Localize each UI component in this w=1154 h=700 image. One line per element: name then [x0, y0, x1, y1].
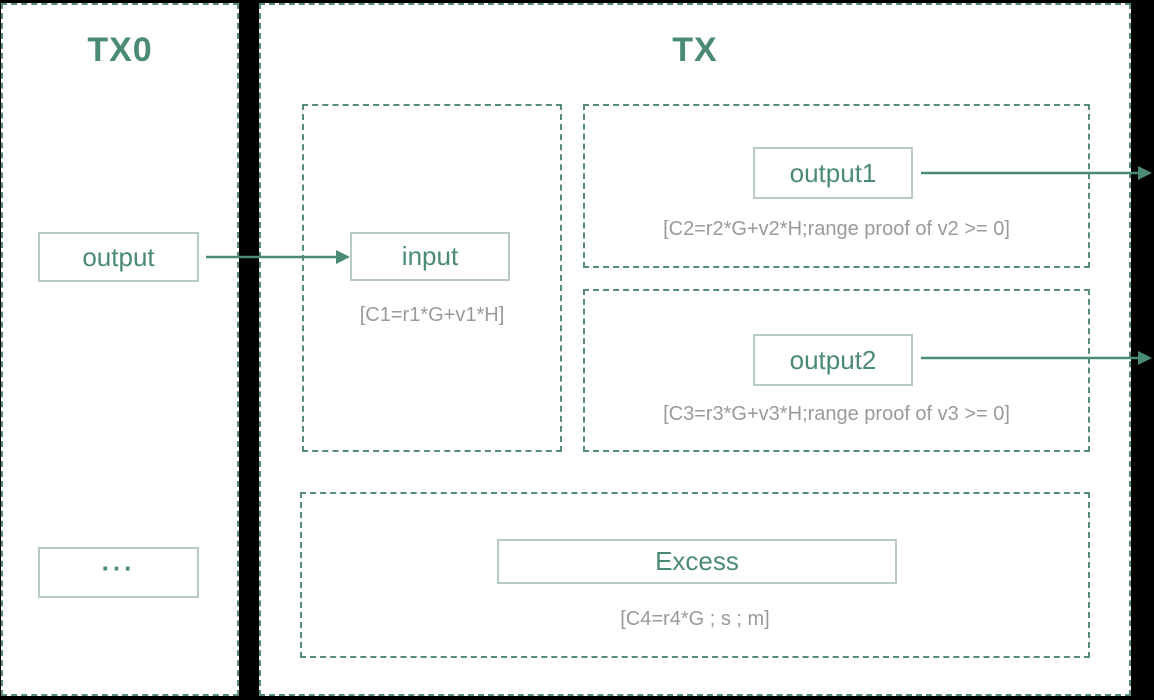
input-commitment-caption: [C1=r1*G+v1*H]: [359, 304, 505, 326]
output2-commitment-caption: [C3=r3*G+v3*H;range proof of v3 >= 0]: [663, 403, 1010, 425]
tx0-more-outputs-node: ...: [38, 546, 199, 598]
tx0-title: TX0: [87, 31, 153, 69]
excess-commitment-caption: [C4=r4*G ; s ; m]: [620, 608, 770, 630]
excess-node: Excess: [497, 539, 897, 584]
output1-group: output1 [C2=r2*G+v2*H;range proof of v2 …: [583, 104, 1090, 268]
excess-group: Excess [C4=r4*G ; s ; m]: [300, 492, 1090, 658]
output2-group: output2 [C3=r3*G+v3*H;range proof of v3 …: [583, 289, 1090, 452]
output2-node: output2: [753, 334, 913, 386]
tx-title: TX: [672, 31, 718, 69]
tx0-box: TX0 output ...: [1, 3, 239, 696]
input-group: input [C1=r1*G+v1*H]: [302, 104, 562, 452]
tx-box: TX input [C1=r1*G+v1*H] output1 [C2=r2*G…: [259, 3, 1131, 696]
tx0-output-node: output: [38, 232, 199, 282]
ellipsis-label: ...: [101, 546, 136, 577]
input-node: input: [350, 232, 510, 281]
output1-commitment-caption: [C2=r2*G+v2*H;range proof of v2 >= 0]: [663, 218, 1010, 240]
output1-node: output1: [753, 147, 913, 199]
